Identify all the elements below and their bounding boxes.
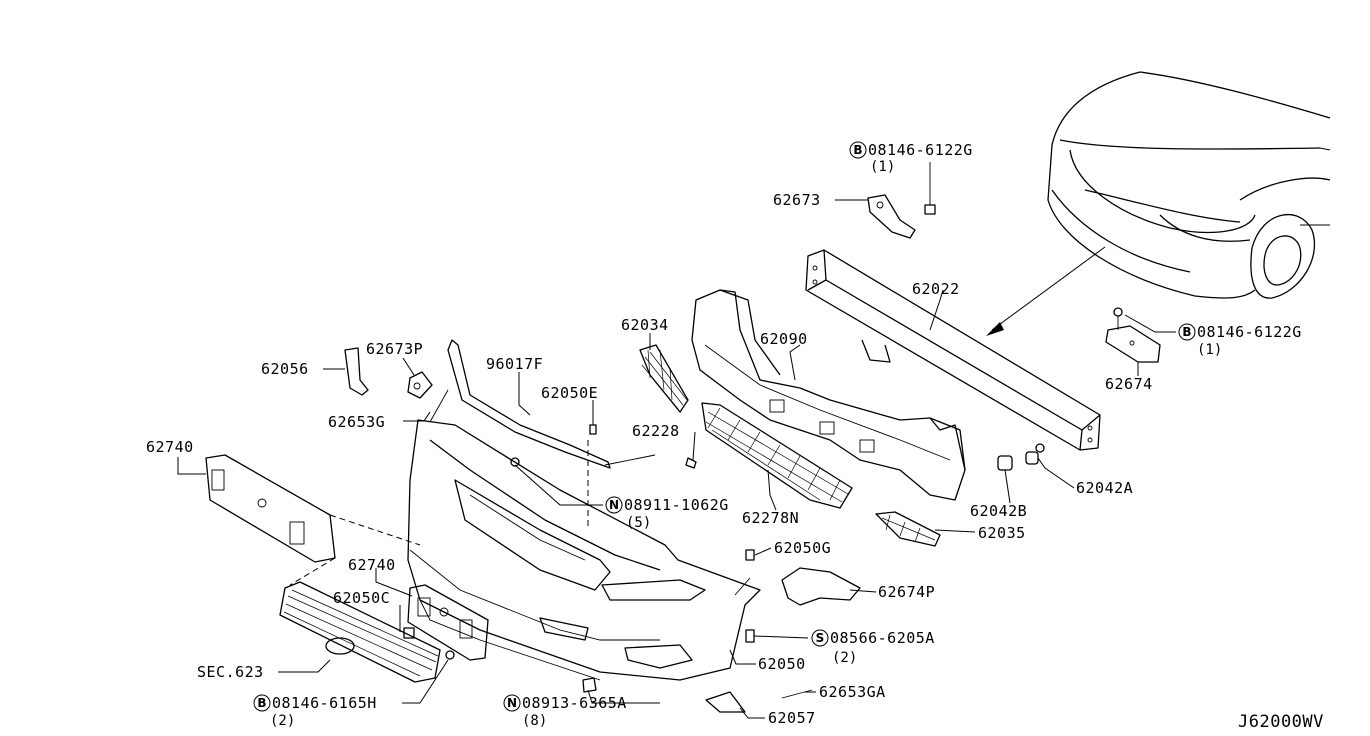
plate-bracket-62740-upper <box>205 454 421 586</box>
label-sec623[interactable]: SEC.623 <box>197 663 264 681</box>
diagram-code: J62000WV <box>1238 712 1324 732</box>
fastener-b1[interactable]: B 08146-6122G (1) <box>849 141 973 175</box>
label-62042B[interactable]: 62042B <box>970 502 1027 520</box>
brackets-62056-62673P <box>344 347 449 423</box>
label-62673P[interactable]: 62673P <box>366 340 423 358</box>
part-labels: 62022 62090 62034 62035 62042A 62042B 62… <box>146 191 1153 727</box>
label-62042A[interactable]: 62042A <box>1076 479 1133 497</box>
label-62050G[interactable]: 62050G <box>774 539 831 557</box>
label-62278N[interactable]: 62278N <box>742 509 799 527</box>
front-grille-sec623 <box>279 581 441 683</box>
fastener-n1-qty: (5) <box>626 515 651 531</box>
grille-62278N <box>701 402 853 509</box>
clips-62042 <box>997 443 1045 471</box>
fastener-b3-prefix: B <box>257 696 266 710</box>
fastener-n2[interactable]: N 08913-6365A (8) <box>503 694 627 729</box>
label-62057[interactable]: 62057 <box>768 709 816 727</box>
fastener-s1-prefix: S <box>816 631 825 645</box>
fastener-n1[interactable]: N 08911-1062G (5) <box>605 496 729 531</box>
label-62050E[interactable]: 62050E <box>541 384 598 402</box>
label-62740-upper[interactable]: 62740 <box>146 438 194 456</box>
grille-62035 <box>875 511 941 547</box>
fastener-b1-prefix: B <box>853 143 862 157</box>
fastener-s1-qty: (2) <box>832 650 857 666</box>
fastener-n2-qty: (8) <box>522 713 547 729</box>
fastener-b2-prefix: B <box>1182 325 1191 339</box>
fastener-b3[interactable]: B 08146-6165H (2) <box>253 694 377 729</box>
label-62674[interactable]: 62674 <box>1105 375 1153 393</box>
label-62653GA[interactable]: 62653GA <box>819 683 886 701</box>
bumper-fascia-62050 <box>407 419 761 681</box>
label-62035[interactable]: 62035 <box>978 524 1026 542</box>
fastener-b1-code: 08146-6122G <box>868 141 973 159</box>
label-62034[interactable]: 62034 <box>621 316 669 334</box>
label-62050C[interactable]: 62050C <box>333 589 390 607</box>
small-fasteners <box>403 424 861 713</box>
label-62090[interactable]: 62090 <box>760 330 808 348</box>
label-62673[interactable]: 62673 <box>773 191 821 209</box>
fastener-s1[interactable]: S 08566-6205A (2) <box>811 629 935 666</box>
label-62653G[interactable]: 62653G <box>328 413 385 431</box>
fastener-n2-prefix: N <box>507 696 517 710</box>
label-62740-lower[interactable]: 62740 <box>348 556 396 574</box>
label-62056[interactable]: 62056 <box>261 360 309 378</box>
fastener-n1-code: 08911-1062G <box>624 496 729 514</box>
label-62050[interactable]: 62050 <box>758 655 806 673</box>
absorber-62090 <box>691 289 966 501</box>
plate-bracket-62740-lower <box>407 584 489 661</box>
fastener-n2-code: 08913-6365A <box>522 694 627 712</box>
vehicle-illustration <box>986 71 1331 336</box>
molding-96017F <box>447 339 656 469</box>
leader-lines <box>177 199 1176 719</box>
grille-62034 <box>639 344 689 413</box>
fastener-s1-code: 08566-6205A <box>830 629 935 647</box>
fastener-b2-code: 08146-6122G <box>1197 323 1302 341</box>
label-62674P[interactable]: 62674P <box>878 583 935 601</box>
label-62228[interactable]: 62228 <box>632 422 680 440</box>
fastener-b2[interactable]: B 08146-6122G (1) <box>1178 323 1302 358</box>
bracket-62673 <box>867 162 936 239</box>
fastener-b1-qty: (1) <box>870 159 895 175</box>
label-96017F[interactable]: 96017F <box>486 355 543 373</box>
bracket-62674 <box>1105 307 1161 363</box>
fastener-n1-prefix: N <box>609 498 619 512</box>
fastener-b2-qty: (1) <box>1197 342 1222 358</box>
label-62022[interactable]: 62022 <box>912 280 960 298</box>
reinforcement-62022 <box>805 249 1101 451</box>
fastener-b3-qty: (2) <box>270 713 295 729</box>
fastener-b3-code: 08146-6165H <box>272 694 377 712</box>
